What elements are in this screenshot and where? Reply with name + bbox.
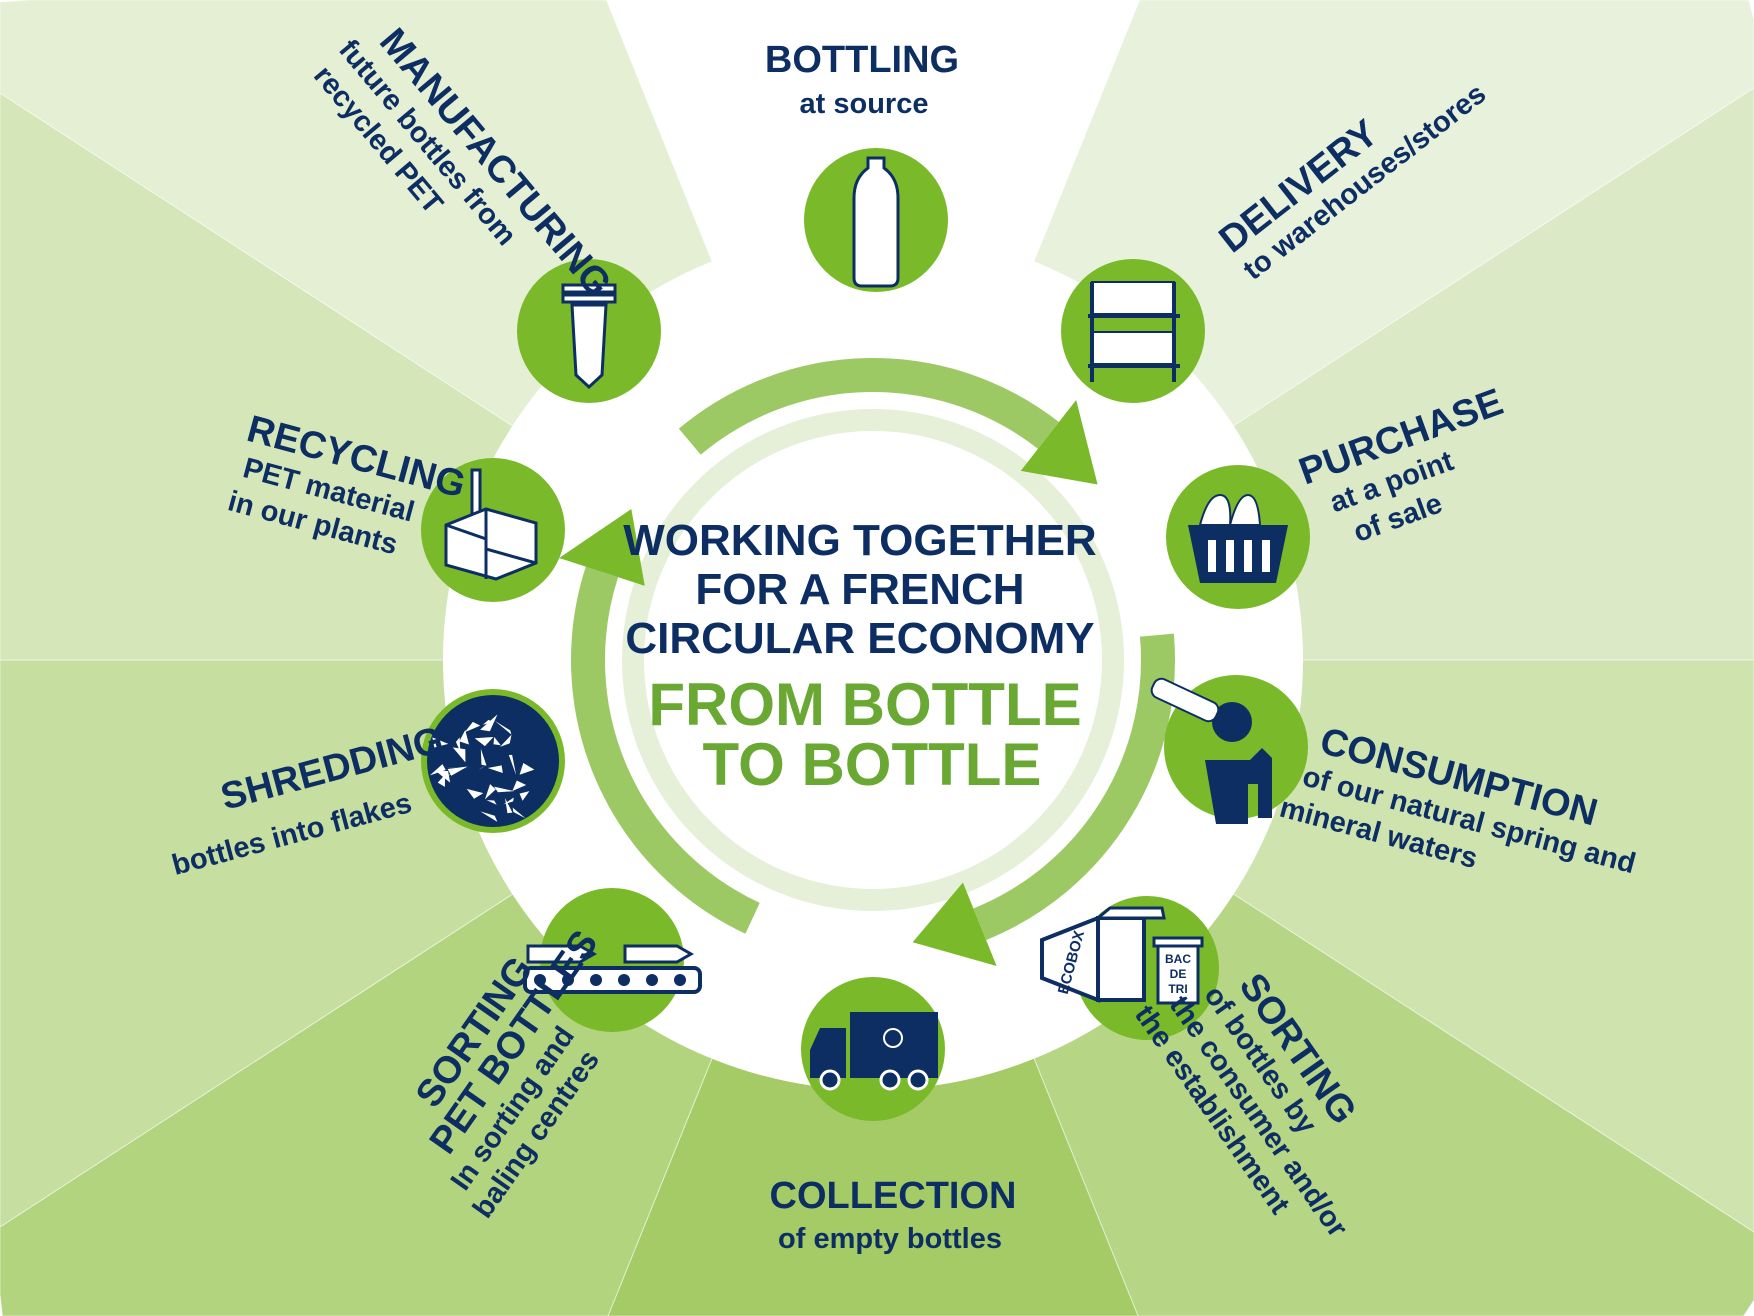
flake bbox=[519, 791, 530, 801]
flake bbox=[500, 734, 512, 747]
step-delivery-icon-group bbox=[1061, 259, 1205, 403]
step-purchase-label: PURCHASE at a point of sale bbox=[1294, 381, 1509, 549]
step-purchase-icon-group bbox=[1166, 465, 1310, 609]
flake bbox=[512, 807, 526, 819]
flake bbox=[480, 714, 498, 732]
shelves-icon bbox=[1088, 281, 1180, 382]
factory-icon bbox=[444, 468, 538, 581]
flake bbox=[480, 811, 498, 822]
step-bottling-label: BOTTLING at source bbox=[765, 39, 959, 120]
conveyor-icon bbox=[523, 944, 702, 994]
collection-subtitle: of empty bottles bbox=[778, 1223, 1002, 1255]
center-green-line-2: TO BOTTLE bbox=[703, 731, 1042, 798]
collection-title: COLLECTION bbox=[770, 1175, 1017, 1217]
bin-label-3: TRI bbox=[1168, 982, 1187, 996]
center-title: WORKING TOGETHER FOR A FRENCH CIRCULAR E… bbox=[623, 516, 1096, 798]
step-shredding-icon-group bbox=[421, 689, 565, 833]
bottling-title: BOTTLING bbox=[765, 39, 959, 81]
flake bbox=[493, 737, 501, 746]
flake bbox=[494, 786, 515, 793]
cycle-arrow bbox=[678, 358, 1059, 455]
arrowhead bbox=[912, 882, 997, 966]
center-line-2: FOR A FRENCH bbox=[695, 565, 1024, 614]
flakes-icon bbox=[427, 695, 559, 827]
step-consumption-icon-group bbox=[1150, 675, 1308, 824]
drinking-person-icon bbox=[1150, 677, 1272, 824]
flake bbox=[459, 730, 469, 745]
flake bbox=[513, 766, 523, 775]
step-sorting-pet-icon-group bbox=[523, 888, 702, 1032]
bottle-icon bbox=[852, 156, 900, 288]
flake bbox=[494, 720, 512, 735]
step-collection-label: COLLECTION of empty bottles bbox=[770, 1175, 1017, 1255]
flake bbox=[466, 788, 484, 799]
flake bbox=[486, 800, 497, 805]
arrowhead bbox=[559, 508, 645, 586]
ecobox-bin-icon: ECOBOX BAC DE TRI bbox=[1040, 906, 1204, 1005]
step-bottling-icon-group bbox=[804, 148, 948, 292]
flake bbox=[519, 762, 535, 775]
flake bbox=[480, 748, 487, 766]
arrowhead bbox=[1020, 399, 1098, 485]
flake bbox=[508, 754, 517, 776]
basket-icon bbox=[1188, 493, 1288, 583]
step-recycling-icon-group bbox=[421, 458, 565, 602]
flake bbox=[478, 764, 488, 770]
center-line-1: WORKING TOGETHER bbox=[623, 516, 1096, 565]
flake bbox=[432, 737, 449, 748]
flake bbox=[447, 768, 458, 777]
flake bbox=[437, 774, 446, 787]
flake bbox=[474, 736, 494, 747]
preform-icon bbox=[561, 283, 617, 390]
garbage-truck-icon bbox=[810, 1012, 938, 1091]
cycle-arrow bbox=[571, 566, 760, 934]
flake bbox=[443, 766, 461, 769]
flake bbox=[484, 784, 496, 800]
background-ray bbox=[871, 87, 1754, 661]
center-green-line-1: FROM BOTTLE bbox=[648, 671, 1081, 738]
bin-label-1: BAC bbox=[1165, 952, 1191, 966]
flake bbox=[512, 780, 527, 791]
step-sorting-consumer-icon-group: ECOBOX BAC DE TRI bbox=[1040, 896, 1219, 1040]
step-collection-icon-group bbox=[801, 977, 945, 1121]
flake bbox=[458, 767, 475, 769]
flake bbox=[505, 798, 513, 814]
flake bbox=[487, 765, 503, 773]
flake bbox=[429, 764, 446, 776]
flake bbox=[452, 747, 466, 763]
flake bbox=[464, 721, 481, 733]
flake bbox=[435, 770, 451, 783]
inner-circle bbox=[622, 409, 1124, 911]
center-line-3: CIRCULAR ECONOMY bbox=[625, 614, 1094, 663]
bin-label-2: DE bbox=[1170, 967, 1187, 981]
flake bbox=[447, 766, 468, 776]
step-manufacturing-icon-group bbox=[517, 259, 661, 403]
bottling-subtitle: at source bbox=[800, 88, 929, 120]
